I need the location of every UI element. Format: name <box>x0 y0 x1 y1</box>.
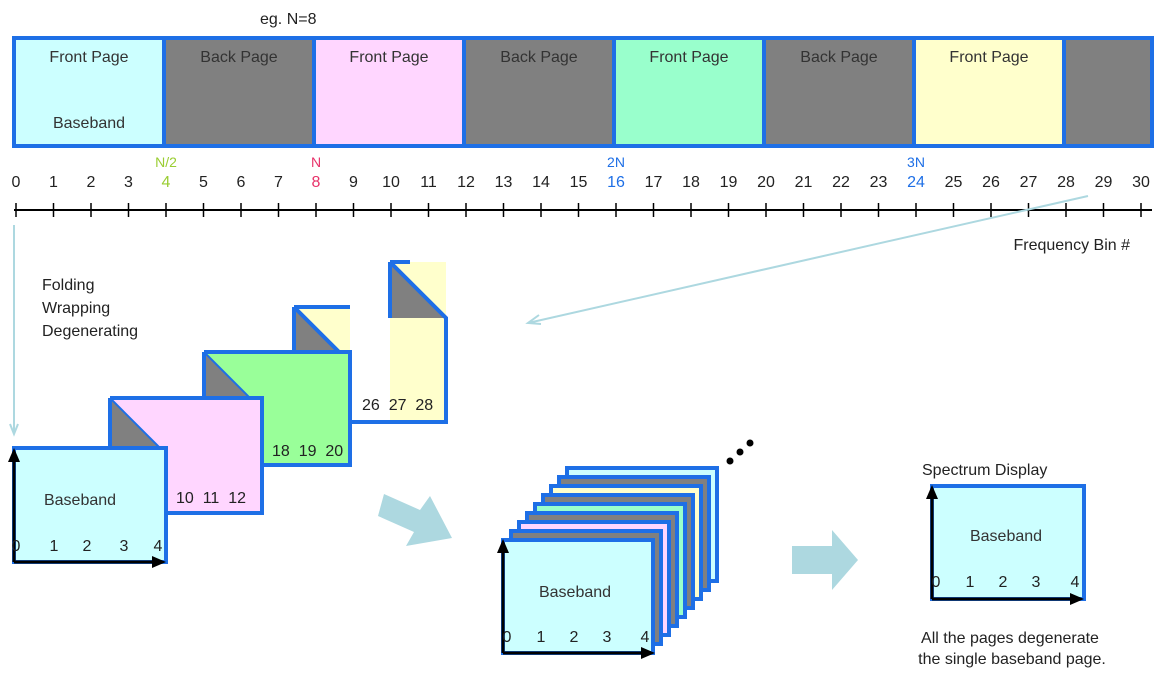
axis-tick-label: 8 <box>312 174 321 191</box>
result-axis-4: 4 <box>1071 574 1080 591</box>
strip-label-1: Front Page <box>49 49 128 66</box>
axis-tick-label: 20 <box>757 174 775 191</box>
stack-axis-0: 0 <box>12 538 21 555</box>
strip-label-6: Back Page <box>800 49 877 66</box>
page-4-numbers: 26 27 28 <box>362 397 433 414</box>
stack-axis-1: 1 <box>50 538 59 555</box>
guide-arrowhead-left <box>9 423 19 437</box>
axis-tick-label: 16 <box>607 174 625 191</box>
axis-tick-label: 1 <box>49 174 58 191</box>
baseband-page: Baseband 0 1 2 3 4 <box>8 446 168 568</box>
strip-label-3: Front Page <box>349 49 428 66</box>
strip-segment-1 <box>12 36 166 148</box>
page-3-numbers: 18 19 20 <box>272 443 343 460</box>
axis-tick-label: 25 <box>945 174 963 191</box>
axis-tick-label: 6 <box>237 174 246 191</box>
axis-tick-label: 5 <box>199 174 208 191</box>
axis-tick-label: 29 <box>1095 174 1113 191</box>
axis-mark-label: N/2 <box>155 154 177 170</box>
axis-tick-label: 27 <box>1020 174 1038 191</box>
strip-segment-3 <box>312 36 466 148</box>
result-caption-2: the single baseband page. <box>918 651 1106 668</box>
example-label: eg. N=8 <box>260 11 317 28</box>
stack-axis-2: 2 <box>83 538 92 555</box>
axis-tick-label: 24 <box>907 174 925 191</box>
ellipsis-dots <box>726 439 754 465</box>
strip-label-7: Front Page <box>949 49 1028 66</box>
strip-label-4: Back Page <box>500 49 577 66</box>
axis-tick-label: 3 <box>124 174 133 191</box>
middle-axis-4: 4 <box>641 629 650 646</box>
strip-segment-2 <box>162 36 316 148</box>
middle-axis-2: 2 <box>570 629 579 646</box>
strip-label-2: Back Page <box>200 49 277 66</box>
result-baseband-label: Baseband <box>970 528 1042 545</box>
stack-axis-4: 4 <box>154 538 163 555</box>
axis-tick-label: 13 <box>495 174 513 191</box>
result-axis-0: 0 <box>932 574 941 591</box>
page-strip: Front Page Baseband Back Page Front Page… <box>12 36 1154 148</box>
axis-tick-label: 22 <box>832 174 850 191</box>
axis-title: Frequency Bin # <box>1013 237 1130 254</box>
middle-axis-0: 0 <box>503 629 512 646</box>
folding-text-3: Degenerating <box>42 323 138 340</box>
result-axis-1: 1 <box>966 574 975 591</box>
axis-tick-label: 30 <box>1132 174 1150 191</box>
result-axis-2: 2 <box>999 574 1008 591</box>
folded-page-4: 26 27 28 <box>350 260 448 424</box>
axis-tick-label: 11 <box>420 174 437 191</box>
axis-tick-label: 26 <box>982 174 1000 191</box>
axis-tick-label: 10 <box>382 174 400 191</box>
result-axis-3: 3 <box>1032 574 1041 591</box>
stack-axis-3: 3 <box>120 538 129 555</box>
axis-tick-label: 19 <box>720 174 738 191</box>
result-caption-1: All the pages degenerate <box>921 630 1099 647</box>
baseband-page-label: Baseband <box>44 492 116 509</box>
middle-baseband-page: Baseband 0 1 2 3 4 <box>497 538 655 659</box>
strip-segment-7 <box>912 36 1066 148</box>
middle-axis-1: 1 <box>537 629 546 646</box>
axis-tick-label: 4 <box>162 174 171 191</box>
result-page: Baseband 0 1 2 3 4 <box>926 484 1086 605</box>
axis-tick-label: 9 <box>349 174 358 191</box>
middle-baseband-label: Baseband <box>539 584 611 601</box>
strip-label-5: Front Page <box>649 49 728 66</box>
strip-segment-6 <box>762 36 916 148</box>
axis-tick-label: 17 <box>645 174 663 191</box>
big-arrow-2 <box>792 530 858 590</box>
strip-sublabel-1: Baseband <box>53 115 125 132</box>
strip-segment-5 <box>612 36 766 148</box>
guide-arrows <box>9 195 1089 437</box>
big-arrow-1 <box>378 494 452 546</box>
folding-text-2: Wrapping <box>42 300 110 317</box>
axis-mark-label: 3N <box>907 154 925 170</box>
axis-tick-label: 21 <box>795 174 813 191</box>
axis-tick-label: 7 <box>274 174 283 191</box>
axis-tick-label: 18 <box>682 174 700 191</box>
axis-tick-label: 14 <box>532 174 550 191</box>
axis-tick-label: 2 <box>87 174 96 191</box>
strip-segment-8 <box>1062 36 1154 148</box>
folding-text-1: Folding <box>42 277 94 294</box>
axis-tick-label: 15 <box>570 174 588 191</box>
guide-line-right <box>527 195 1089 324</box>
result-title: Spectrum Display <box>922 462 1047 479</box>
axis-tick-label: 28 <box>1057 174 1075 191</box>
middle-axis-3: 3 <box>603 629 612 646</box>
axis-tick-label: 23 <box>870 174 888 191</box>
axis-mark-label: N <box>311 154 321 170</box>
axis-mark-label: 2N <box>607 154 625 170</box>
axis-tick-label: 0 <box>12 174 21 191</box>
guide-arrowhead-right <box>525 314 542 325</box>
page-2-numbers: 10 11 12 <box>176 490 246 507</box>
axis-tick-label: 12 <box>457 174 475 191</box>
